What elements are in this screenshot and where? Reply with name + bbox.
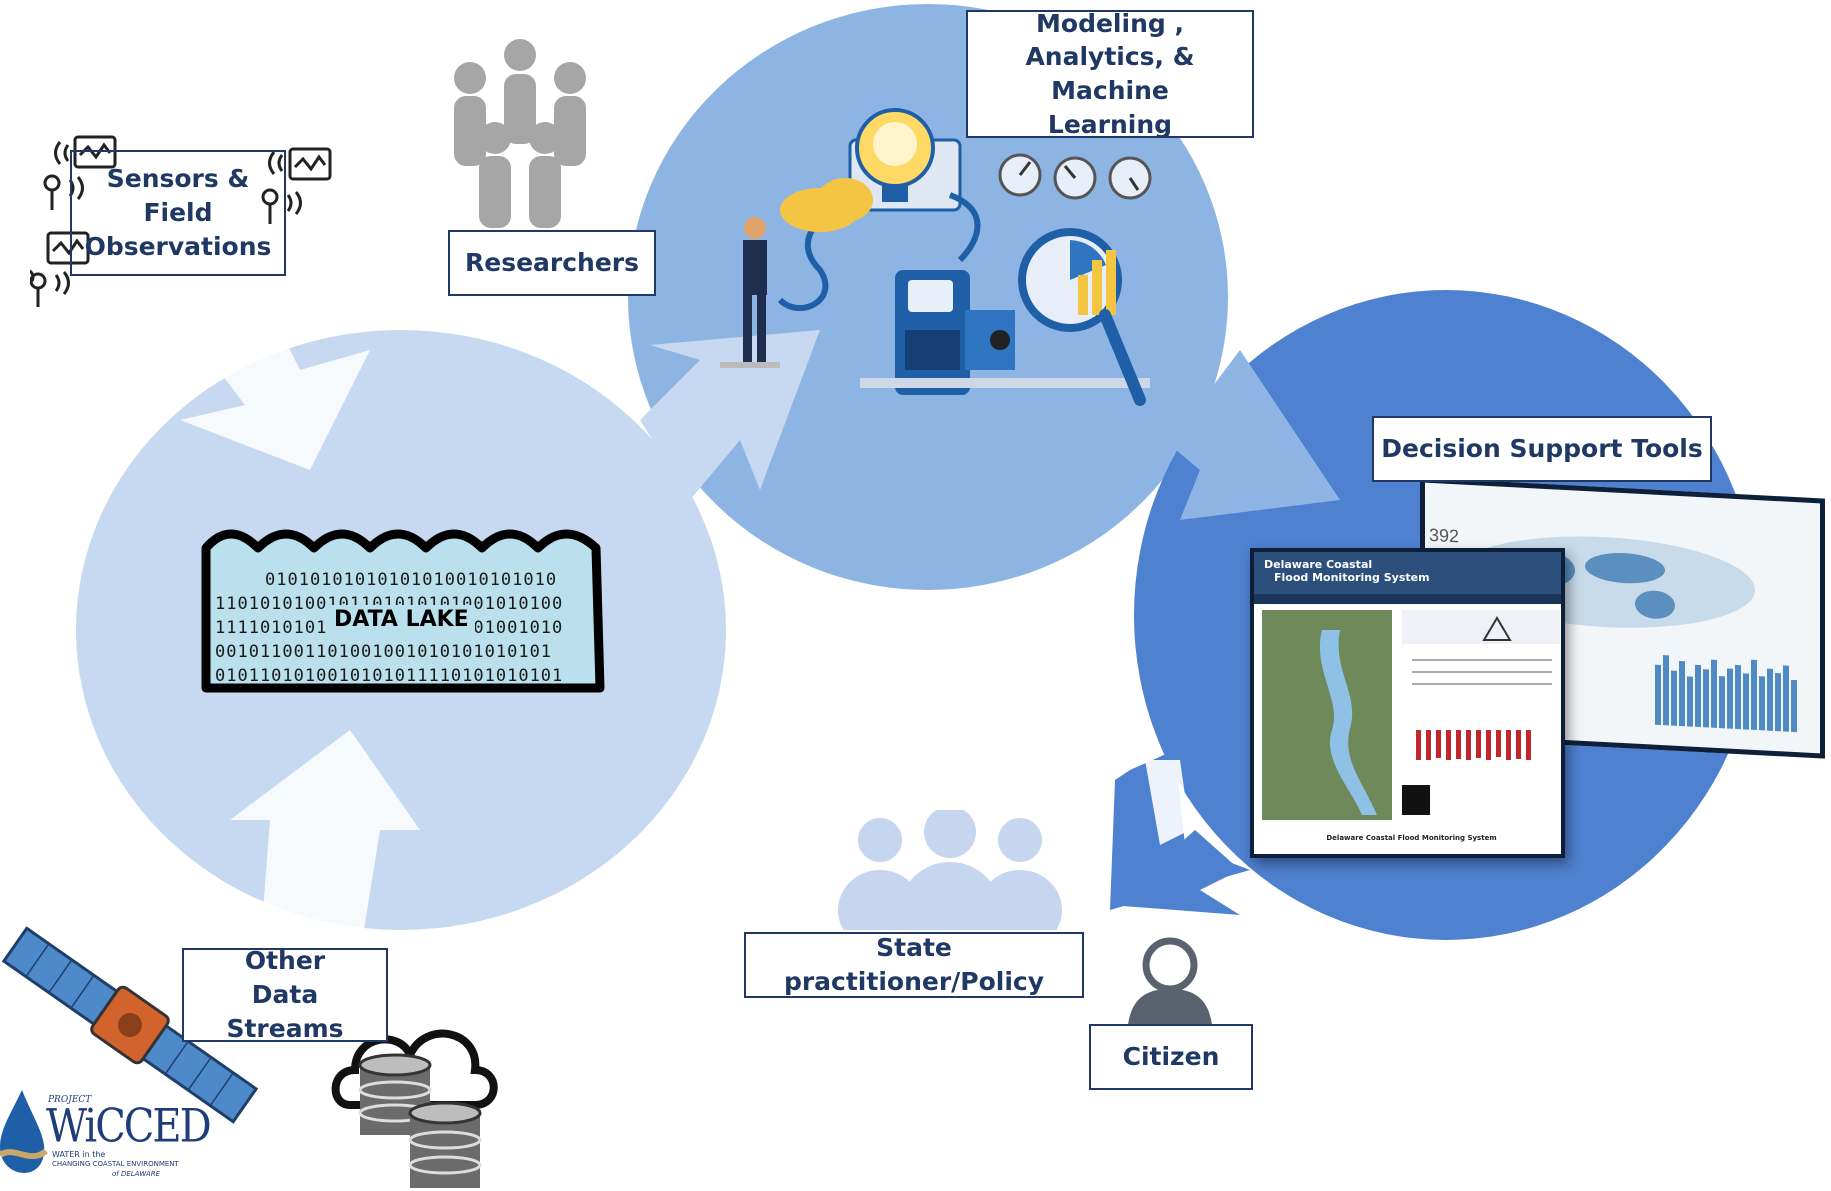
screen-footer-title: Delaware Coastal Flood Monitoring System — [1326, 834, 1497, 842]
other-streams-label: Other Data Streams — [182, 946, 388, 1043]
monitor-icon — [73, 135, 117, 169]
logo-tagline-1: WATER in the — [52, 1150, 106, 1159]
binary-row: 001011001101001001010101010101 — [215, 642, 553, 662]
monitor-icon — [288, 147, 332, 181]
modeling-machine-illustration — [720, 108, 1152, 406]
dashboard-panels — [1402, 610, 1560, 815]
other-streams-label-text: Other Data Streams — [226, 946, 344, 1043]
researchers-label-text: Researchers — [464, 248, 640, 278]
screen-title-line2: Flood Monitoring System — [1274, 571, 1430, 584]
wicced-drop-logo-icon — [0, 1090, 48, 1173]
binary-row: 1101010100101101010101001010100 — [215, 594, 564, 614]
practitioners-people-icon — [838, 810, 1062, 930]
dashboard-front-screen: Delaware Coastal Flood Monitoring System… — [1250, 548, 1565, 858]
monitor-icon — [46, 231, 90, 265]
arrow-to-citizen — [1110, 750, 1250, 910]
researchers-label: Researchers — [448, 230, 656, 296]
data-lake-title: DATA LAKE — [328, 605, 475, 634]
logo-project-text: PROJECT — [48, 1095, 92, 1105]
citizen-person-icon — [1128, 937, 1212, 1025]
arrow-lake-to-modeling — [640, 330, 820, 500]
binary-row: 01010101010101010010101010 — [265, 570, 558, 590]
sensor-probe-icon — [43, 174, 61, 192]
river-map-shape — [1319, 630, 1377, 815]
binary-row: 0101101010010101011110101010101 — [215, 666, 564, 684]
state-practitioner-label: State practitioner/Policy — [744, 932, 1084, 998]
arrow-modeling-to-decision — [1140, 330, 1340, 520]
arrow-sensors-to-lake — [150, 250, 370, 470]
modeling-label-text: Modeling , Analytics, & Machine Learning — [1025, 8, 1195, 139]
decision-label-text: Decision Support Tools — [1381, 434, 1703, 464]
citizen-label: Citizen — [1089, 1024, 1253, 1090]
logo-tagline-2: CHANGING COASTAL ENVIRONMENT — [52, 1160, 179, 1168]
researchers-people-icon — [454, 39, 586, 228]
sensors-label-text: Sensors & Field Observations — [84, 164, 272, 261]
screen-title-line1: Delaware Coastal — [1264, 558, 1373, 571]
citizen-label-text: Citizen — [1122, 1042, 1220, 1072]
decision-label: Decision Support Tools — [1372, 416, 1712, 482]
flood-map — [1262, 610, 1392, 820]
arrow-streams-to-lake — [230, 730, 420, 955]
satellite-icon — [1, 926, 259, 1124]
data-lake-binary: 01010101010101010010101010 1101010100101… — [215, 568, 593, 684]
logo-tagline-3: of DELAWARE — [112, 1170, 160, 1178]
sensor-icons — [30, 135, 332, 307]
modeling-label: Modeling , Analytics, & Machine Learning — [966, 9, 1254, 139]
cloud-database-icon — [331, 1029, 498, 1188]
sensors-label: Sensors & Field Observations — [70, 150, 286, 276]
database-icon — [408, 1101, 482, 1188]
logo-name: WiCCED — [46, 1100, 212, 1153]
state-practitioner-label-text: State practitioner/Policy — [783, 933, 1045, 996]
